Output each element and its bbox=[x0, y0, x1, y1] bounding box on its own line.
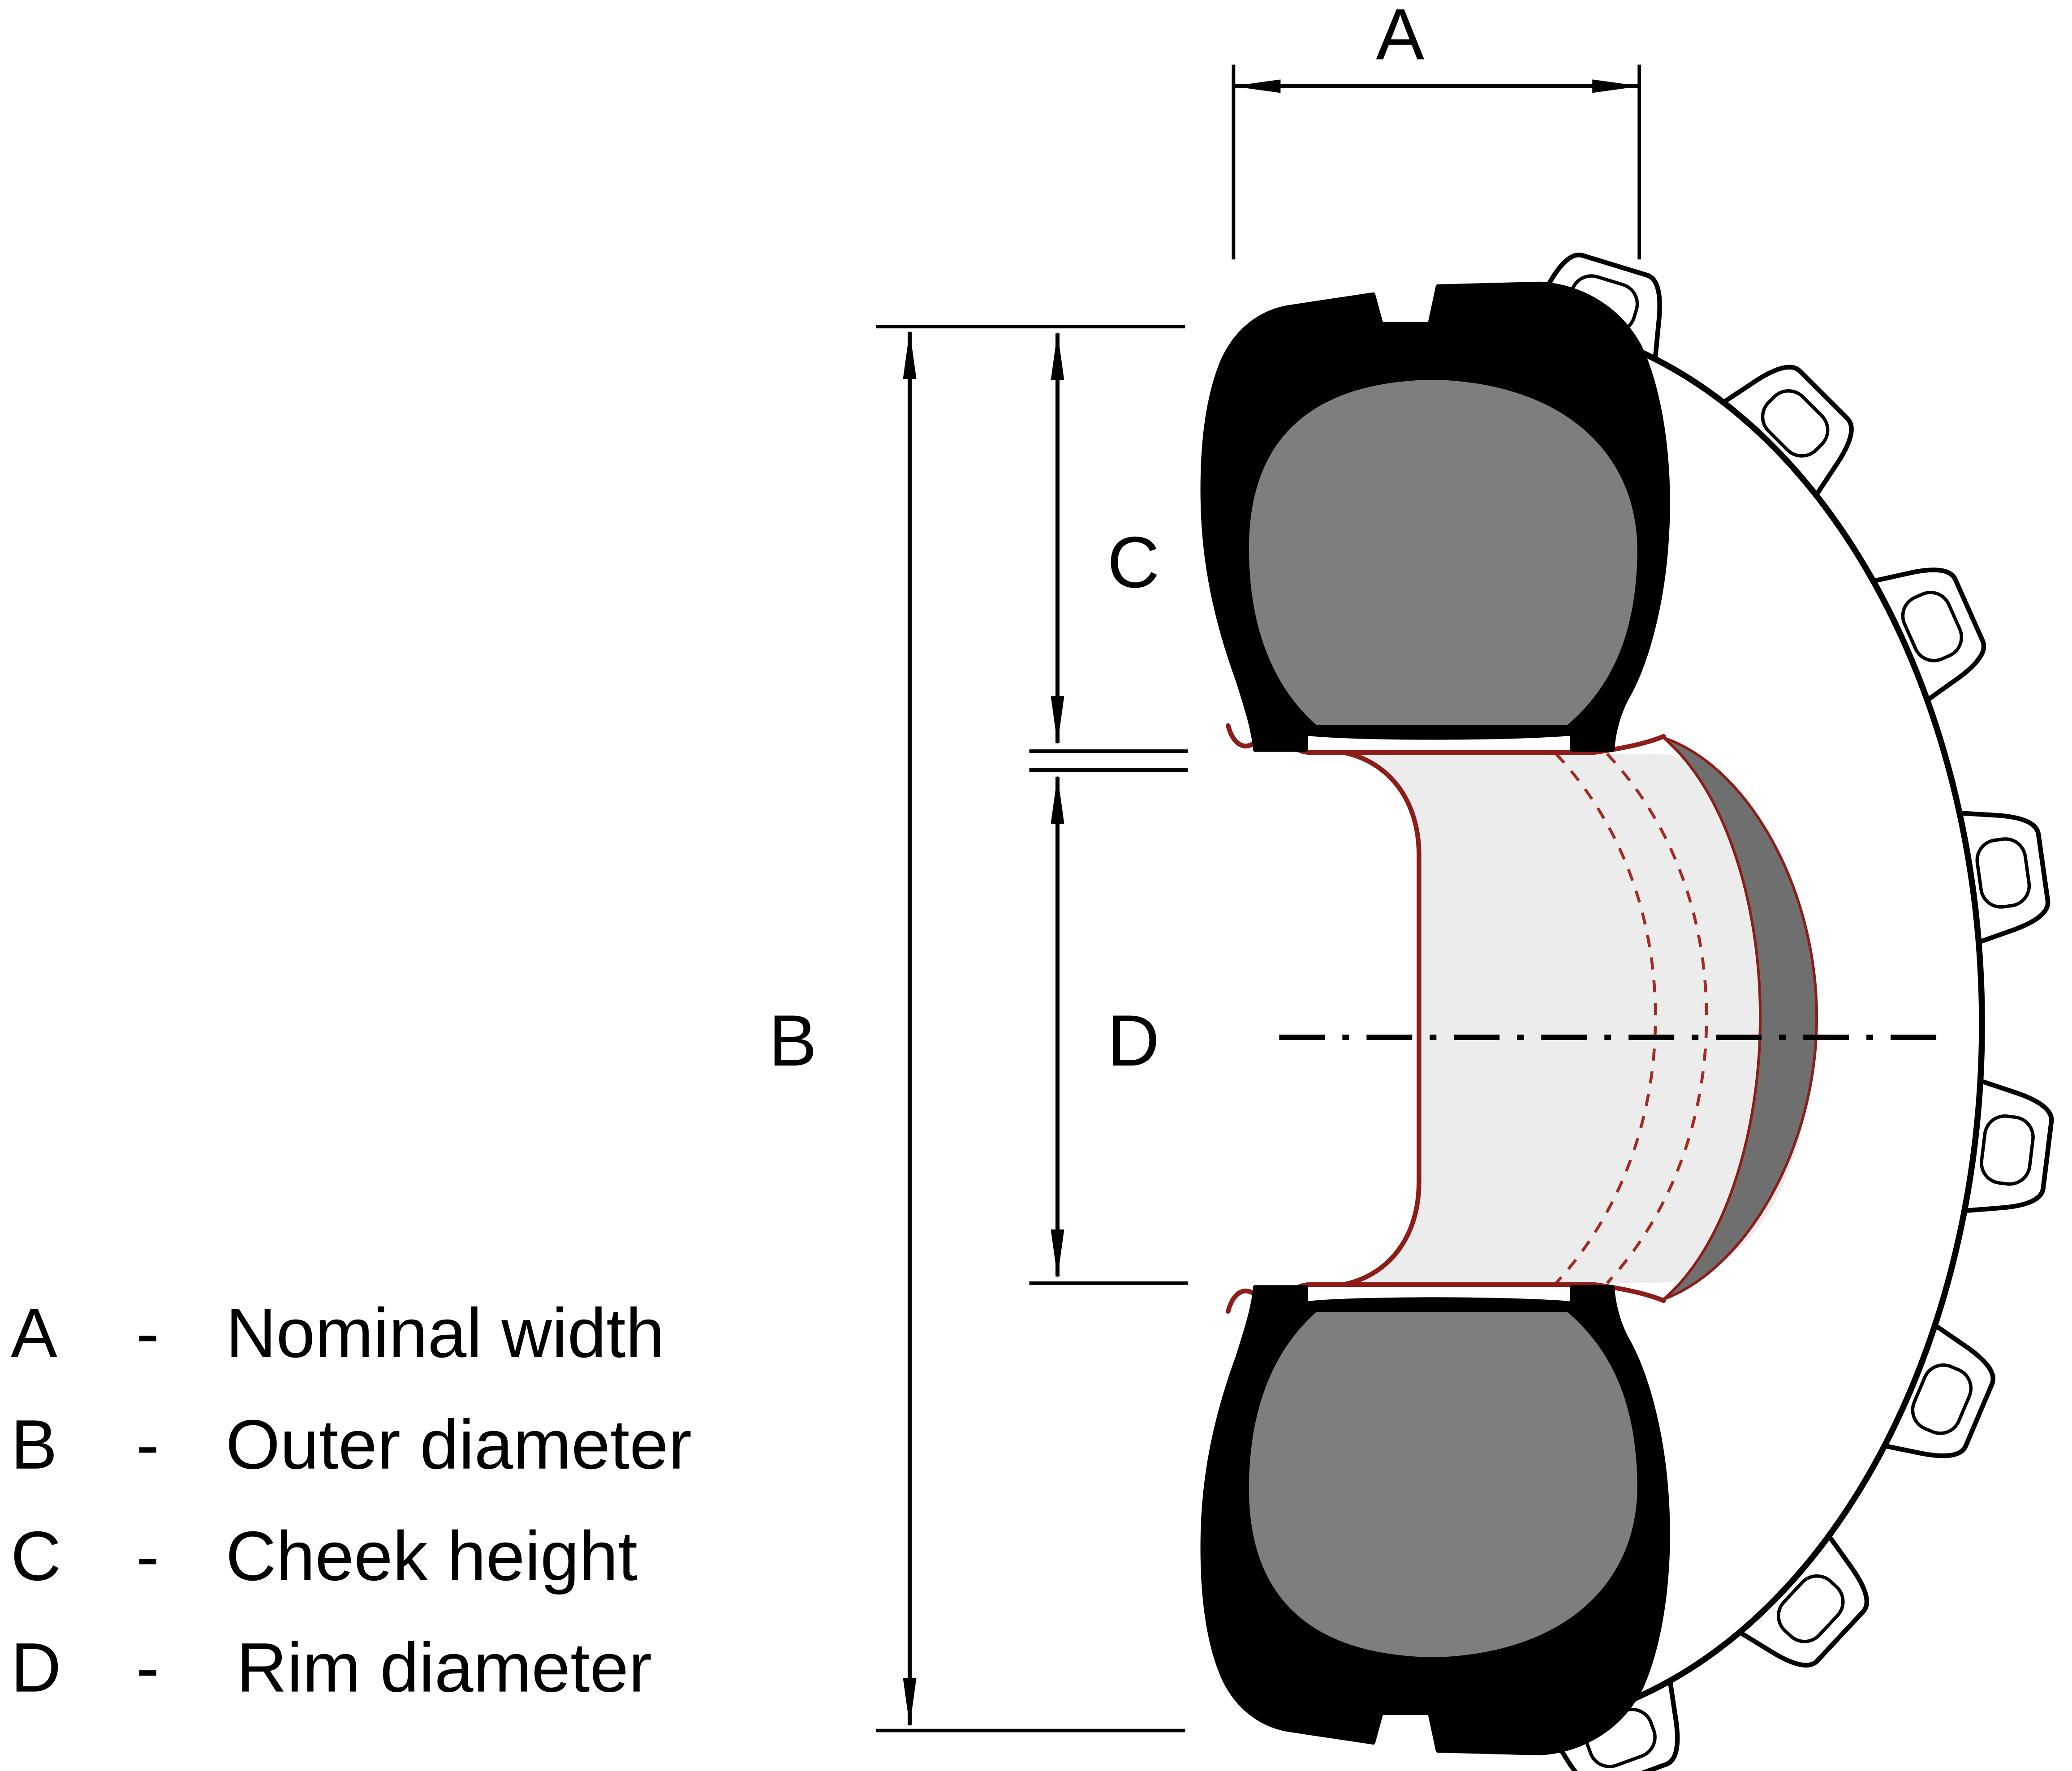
legend-separator: - bbox=[136, 1629, 159, 1707]
rim-surface bbox=[1354, 754, 1810, 1283]
legend-row: C - Cheek height bbox=[11, 1517, 638, 1595]
rim-barrel bbox=[1663, 736, 1818, 1301]
legend-row: D - Rim diameter bbox=[11, 1629, 652, 1707]
dimension-d-label: D bbox=[1107, 1000, 1159, 1081]
tire-body-outline bbox=[1491, 315, 1985, 1732]
dimension-c-label: C bbox=[1107, 522, 1159, 603]
legend-row: A - Nominal width bbox=[11, 1294, 664, 1372]
legend-label: Rim diameter bbox=[237, 1629, 652, 1707]
dimension-a: A bbox=[1232, 0, 1641, 260]
dimension-b: B bbox=[769, 325, 1185, 1732]
legend-letter: C bbox=[11, 1517, 61, 1595]
dimension-a-label: A bbox=[1376, 0, 1424, 75]
dimension-d: D bbox=[1029, 768, 1188, 1285]
tire-section-top bbox=[1200, 281, 1670, 752]
legend: A - Nominal width B - Outer diameter C -… bbox=[11, 1294, 692, 1707]
legend-letter: A bbox=[11, 1294, 57, 1372]
legend-letter: D bbox=[11, 1629, 61, 1707]
legend-separator: - bbox=[136, 1517, 159, 1595]
tire-section-carcass-gray bbox=[1245, 375, 1641, 729]
legend-separator: - bbox=[136, 1294, 159, 1372]
dimension-c: C bbox=[1029, 332, 1188, 753]
legend-label: Cheek height bbox=[226, 1517, 638, 1595]
legend-row: B - Outer diameter bbox=[11, 1406, 692, 1484]
legend-label: Outer diameter bbox=[226, 1406, 692, 1484]
legend-label: Nominal width bbox=[226, 1294, 664, 1372]
legend-letter: B bbox=[11, 1406, 57, 1484]
legend-separator: - bbox=[136, 1406, 159, 1484]
rim-hidden-edge bbox=[1555, 752, 1708, 1285]
tire-section-bottom bbox=[1202, 1287, 1668, 1754]
dimension-b-label: B bbox=[769, 1000, 817, 1081]
rim bbox=[1226, 723, 1818, 1314]
